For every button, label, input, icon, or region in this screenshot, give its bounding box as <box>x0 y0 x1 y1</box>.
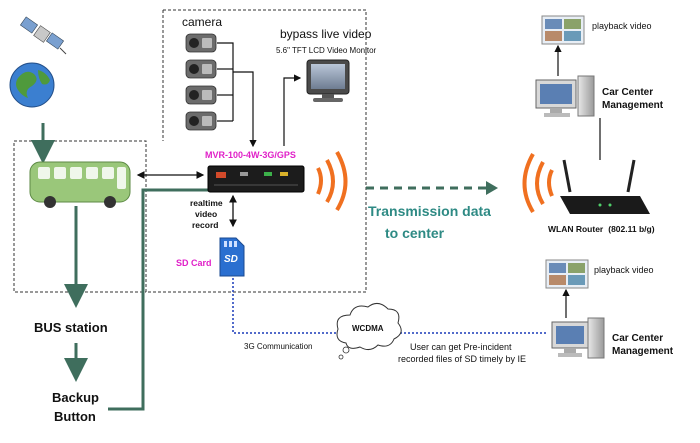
user-note-1: User can get Pre-incident <box>410 342 512 352</box>
camera-connectors <box>217 42 257 148</box>
camera-icon <box>185 111 217 131</box>
dvr-model: MVR-100-4W-3G/GPS <box>205 150 296 160</box>
car-center-bottom-2: Management <box>612 346 674 357</box>
dvr-to-monitor-line <box>283 74 302 146</box>
car-center-top-1: Car Center <box>602 87 653 98</box>
router-label: WLAN Router(802.11 b/g) <box>548 224 655 234</box>
car-center-bottom-1: Car Center <box>612 333 663 344</box>
monitor-subtitle: 5.6" TFT LCD Video Monitor <box>276 46 377 55</box>
3g-link <box>232 278 340 334</box>
car-center-top-2: Management <box>602 100 664 111</box>
camera-icon <box>185 85 217 105</box>
backup-line <box>108 188 208 411</box>
bus-icon <box>29 161 131 208</box>
realtime-label-2: video <box>195 209 217 219</box>
wcdma-label: WCDMA <box>352 324 384 333</box>
camera-icon <box>185 33 217 53</box>
camera-label: camera <box>182 15 222 29</box>
sd-card-icon <box>219 237 245 277</box>
computer-icon <box>535 75 595 117</box>
monitor-icon <box>306 59 350 102</box>
signal-arcs-dvr <box>316 151 348 212</box>
realtime-label-3: record <box>192 220 218 230</box>
playback-screen-icon <box>545 259 589 289</box>
transmission-label-2: to center <box>385 225 445 241</box>
playback-screen-icon <box>541 15 585 45</box>
router-icon <box>560 159 650 214</box>
sd-card-label: SD Card <box>176 258 212 268</box>
dvr-icon <box>207 165 305 193</box>
transmission-arrowhead <box>486 181 498 195</box>
computer-icon <box>551 317 605 359</box>
backup-label-1: Backup <box>52 390 99 405</box>
realtime-label-1: realtime <box>190 198 223 208</box>
comm-3g-label: 3G Communication <box>244 342 312 351</box>
playback-label-top: playback video <box>592 21 652 31</box>
globe-icon <box>9 62 55 108</box>
playback-label-bottom: playback video <box>594 265 654 275</box>
camera-icon <box>185 59 217 79</box>
backup-label-2: Button <box>54 409 96 424</box>
user-note-2: recorded files of SD timely by IE <box>398 354 526 364</box>
signal-arcs-router <box>522 153 554 214</box>
transmission-label-1: Transmission data <box>368 203 491 219</box>
bus-station-label: BUS station <box>34 320 108 335</box>
satellite-icon <box>19 16 67 55</box>
cloud-icon <box>336 303 402 360</box>
bypass-title: bypass live video <box>280 27 372 41</box>
sd-logo: SD <box>224 254 238 265</box>
